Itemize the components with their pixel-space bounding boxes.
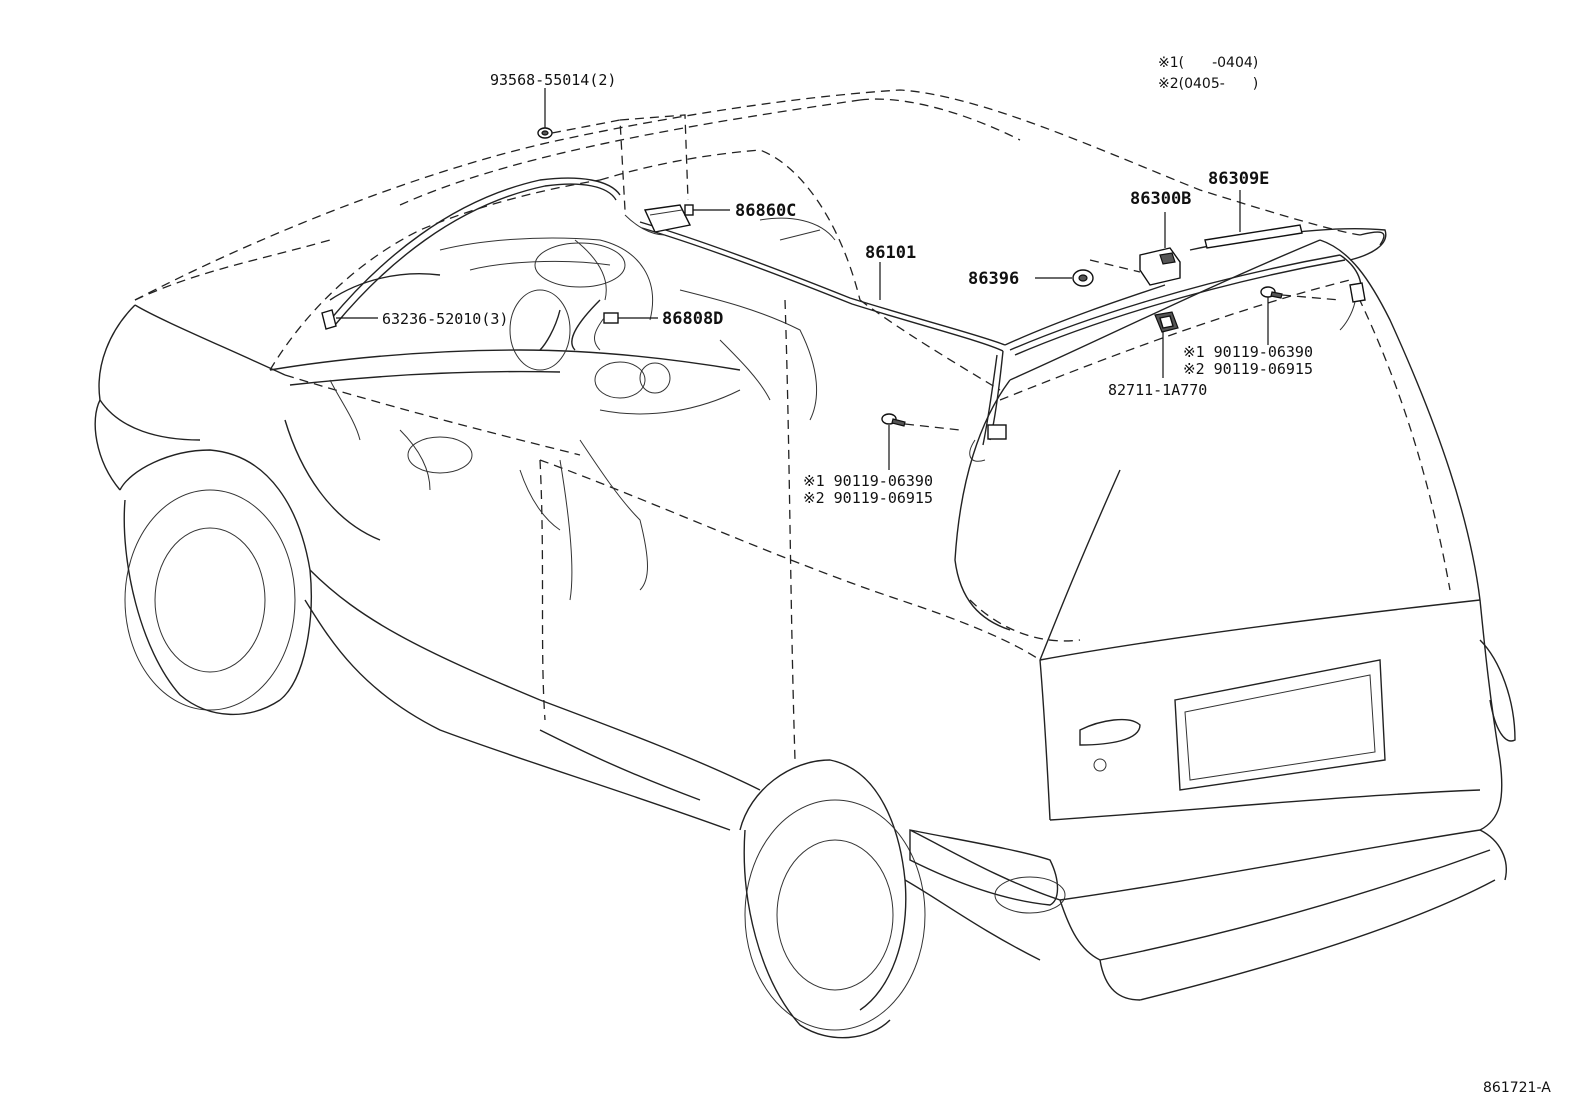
label-antenna-cord: 86101 [865, 243, 916, 263]
label-rear-screw-1: ※1 90119-06390 [1183, 343, 1313, 361]
vehicle-outline [94, 89, 1516, 1039]
antenna-pole-part [1089, 212, 1181, 286]
label-side-screw-2: ※2 90119-06915 [803, 489, 933, 507]
label-antenna-element: 86309E [1208, 169, 1269, 189]
antenna-cable [329, 177, 1362, 446]
label-clamp: 86396 [968, 269, 1019, 289]
rear-antenna-connector [1339, 282, 1366, 331]
antenna-element-part [1204, 190, 1303, 249]
interior-dashboard [269, 217, 836, 601]
label-rear-screw-2: ※2 90119-06915 [1183, 360, 1313, 378]
note-applicability-2: ※2(0405- ) [1158, 76, 1258, 92]
connector-part [1154, 311, 1179, 378]
label-antenna-amp: 86860C [735, 201, 796, 221]
figure-id: 861721-A [1483, 1080, 1551, 1096]
note-applicability-1: ※1( -0404) [1158, 55, 1258, 71]
side-screw-part [881, 413, 1007, 470]
label-roof-screw: 93568-55014(2) [490, 71, 616, 89]
front-cord-connector-part [594, 312, 658, 351]
rear-screw-part [1260, 286, 1341, 345]
label-antenna-pole: 86300B [1130, 189, 1191, 209]
label-side-screw-1: ※1 90119-06390 [803, 472, 933, 490]
label-cord-connector: 86808D [662, 309, 723, 329]
clamp-part [1035, 269, 1094, 287]
label-connector: 82711-1A770 [1108, 381, 1207, 399]
pillar-clip-part [321, 309, 378, 330]
label-pillar-clip: 63236-52010(3) [382, 310, 508, 328]
roof-screw-part [537, 88, 689, 211]
antenna-amplifier-part [624, 204, 730, 236]
